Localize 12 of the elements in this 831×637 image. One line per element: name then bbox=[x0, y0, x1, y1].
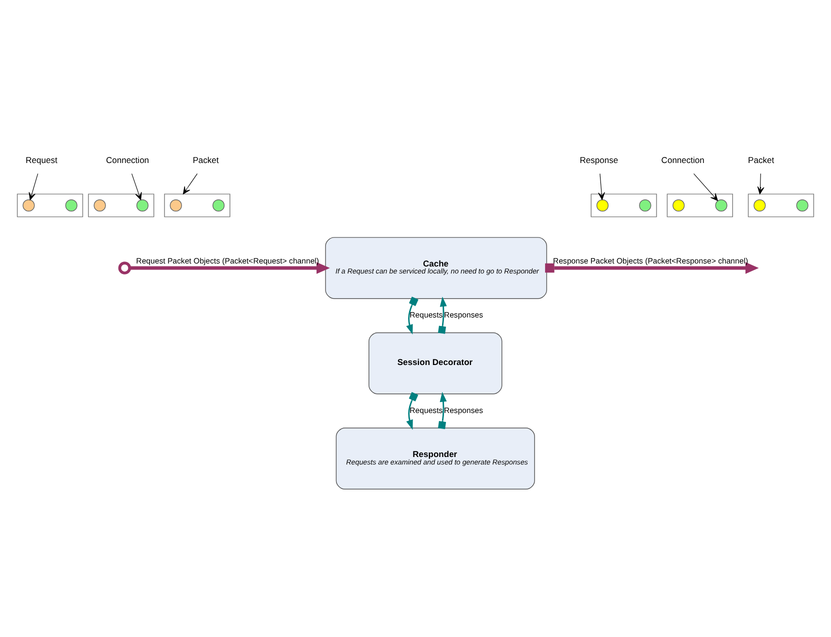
edge-label: Responses bbox=[444, 310, 484, 320]
node-text: Packet bbox=[748, 154, 774, 165]
edge-label: Response Packet Objects (Packet<Response> channel) bbox=[553, 256, 748, 266]
edge-label: Requests bbox=[410, 406, 443, 415]
node-text: Packet bbox=[192, 154, 219, 165]
node-text: Connection bbox=[661, 154, 704, 165]
edge-label: Responses bbox=[444, 406, 484, 415]
edge-label: Request Packet Objects (Packet<Request> channel) bbox=[136, 256, 320, 266]
node-text: Connection bbox=[106, 154, 150, 165]
edge-label: Requests bbox=[410, 310, 443, 320]
node-text: Request bbox=[26, 154, 58, 165]
node-text: Response bbox=[580, 154, 618, 165]
